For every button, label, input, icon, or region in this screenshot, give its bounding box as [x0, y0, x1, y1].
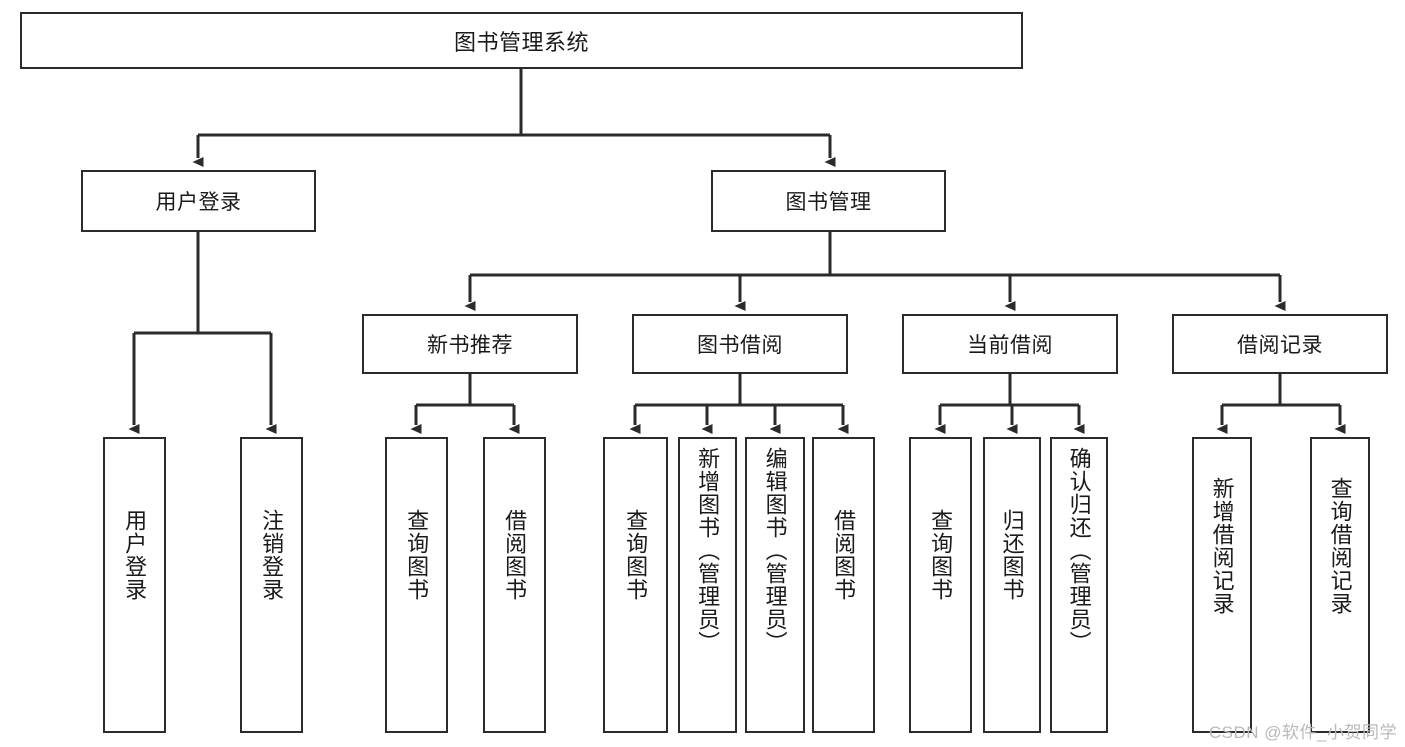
node-label: 图书管理系统 — [453, 29, 589, 55]
node-label: 新书推荐 — [427, 334, 513, 357]
leaf-label: 归还图书 — [999, 509, 1025, 601]
leaf-label: 编辑图书（管理员） — [762, 447, 788, 654]
node-book-borrow[interactable]: 图书借阅 — [632, 314, 848, 374]
leaf-add-borrow-record[interactable]: 新增借阅记录 — [1192, 437, 1252, 733]
node-current-borrow[interactable]: 当前借阅 — [902, 314, 1118, 374]
leaf-user-login[interactable]: 用户登录 — [103, 437, 166, 733]
leaf-confirm-return-admin[interactable]: 确认归还（管理员） — [1050, 437, 1108, 733]
node-label: 借阅记录 — [1237, 334, 1323, 357]
leaf-query-borrow-record[interactable]: 查询借阅记录 — [1310, 437, 1370, 733]
leaf-query-book-current[interactable]: 查询图书 — [909, 437, 972, 733]
leaf-logout[interactable]: 注销登录 — [240, 437, 303, 733]
node-label: 图书借阅 — [697, 334, 783, 357]
leaf-borrow-book-recommend[interactable]: 借阅图书 — [483, 437, 546, 733]
node-root[interactable]: 图书管理系统 — [20, 12, 1023, 69]
node-label: 用户登录 — [155, 191, 242, 214]
leaf-label: 借阅图书 — [502, 509, 528, 601]
csdn-watermark: CSDN @软件_小贺同学 — [1208, 723, 1397, 742]
node-new-book-recommend[interactable]: 新书推荐 — [362, 314, 578, 374]
node-label: 图书管理 — [785, 191, 872, 214]
leaf-borrow-book[interactable]: 借阅图书 — [812, 437, 875, 733]
leaf-add-book-admin[interactable]: 新增图书（管理员） — [678, 437, 737, 733]
leaf-label: 查询图书 — [404, 509, 430, 601]
leaf-label: 注销登录 — [259, 509, 285, 601]
leaf-label: 借阅图书 — [831, 509, 857, 601]
leaf-label: 查询图书 — [928, 509, 954, 601]
node-book-management[interactable]: 图书管理 — [711, 170, 946, 232]
leaf-label: 新增借阅记录 — [1209, 477, 1235, 615]
leaf-return-book[interactable]: 归还图书 — [983, 437, 1041, 733]
leaf-label: 确认归还（管理员） — [1066, 447, 1092, 654]
node-label: 当前借阅 — [967, 334, 1053, 357]
node-user-login[interactable]: 用户登录 — [81, 170, 316, 232]
leaf-label: 新增图书（管理员） — [695, 447, 721, 654]
leaf-query-book-borrow[interactable]: 查询图书 — [603, 437, 668, 733]
leaf-query-book-recommend[interactable]: 查询图书 — [385, 437, 448, 733]
leaf-label: 用户登录 — [122, 509, 148, 601]
leaf-edit-book-admin[interactable]: 编辑图书（管理员） — [745, 437, 805, 733]
leaf-label: 查询图书 — [623, 509, 649, 601]
node-borrow-record[interactable]: 借阅记录 — [1172, 314, 1388, 374]
leaf-label: 查询借阅记录 — [1327, 477, 1353, 615]
